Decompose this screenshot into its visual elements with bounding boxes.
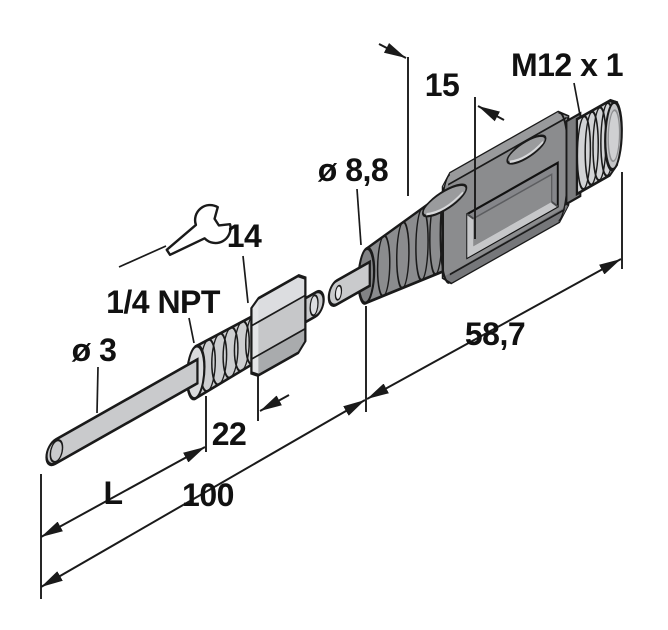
hex-top-facet	[251, 275, 306, 326]
npt-thread-ring	[222, 326, 239, 379]
m12-thread-ring	[584, 110, 599, 186]
leader-m12	[573, 82, 581, 116]
arrow-15-left	[378, 42, 407, 59]
label-connector-thread: M12 x 1	[511, 47, 623, 83]
npt-thread-ring	[233, 320, 250, 373]
panel-corner-edges	[466, 201, 559, 220]
probe-tube	[45, 357, 199, 467]
hex-facet-lines	[251, 294, 306, 361]
leader-probe-diameter	[96, 366, 99, 414]
arrow-15-right	[477, 105, 505, 122]
leader-gland-diameter	[356, 188, 362, 246]
label-probe-diameter: ø 3	[72, 332, 117, 368]
tube-break-end	[309, 294, 319, 317]
hex-bottom-facet	[251, 328, 306, 376]
panel-wall-highlight	[467, 201, 558, 258]
hex-nut	[250, 274, 307, 378]
leader-npt	[188, 317, 195, 344]
tube-break-end	[334, 284, 343, 301]
dimensions	[40, 42, 623, 599]
dimension-line-100	[40, 399, 366, 588]
wrench-handle-line	[118, 245, 167, 268]
connector-face-inner	[607, 109, 621, 163]
m12-thread-ring	[576, 115, 592, 191]
m12-connector	[565, 98, 623, 206]
housing-groove-highlight	[426, 191, 464, 216]
probe-shaft	[45, 357, 199, 467]
tube-section-front	[327, 259, 371, 307]
label-dim-L: L	[103, 475, 122, 511]
label-gland-diameter: ø 8,8	[318, 152, 388, 188]
label-dim-100: 100	[182, 477, 234, 513]
npt-thread-ring	[199, 338, 217, 393]
label-dim-15: 15	[425, 67, 460, 103]
panel-inner-edges	[473, 173, 553, 220]
dimension-line-L	[40, 446, 206, 538]
leader-wrench-size	[242, 255, 249, 304]
panel-floor	[473, 174, 552, 247]
npt-thread-ring	[211, 332, 228, 386]
arrow-22-right	[259, 394, 290, 412]
label-dim-22: 22	[212, 416, 247, 452]
label-dim-58-7: 58,7	[465, 316, 525, 352]
dimension-line-58-7	[366, 258, 622, 400]
housing-recessed-panel	[466, 161, 559, 260]
labels: ø 3 1/4 NPT 14 15 ø 8,8 M12 x 1 22 L 100…	[72, 47, 624, 513]
label-wrench-size: 14	[227, 218, 262, 254]
housing-groove-highlight	[509, 141, 544, 164]
wrench-icon	[118, 203, 232, 268]
housing-groove-left	[421, 183, 468, 218]
label-process-thread: 1/4 NPT	[106, 284, 221, 320]
housing-groove-right	[506, 134, 547, 165]
sensor-housing	[421, 110, 570, 285]
